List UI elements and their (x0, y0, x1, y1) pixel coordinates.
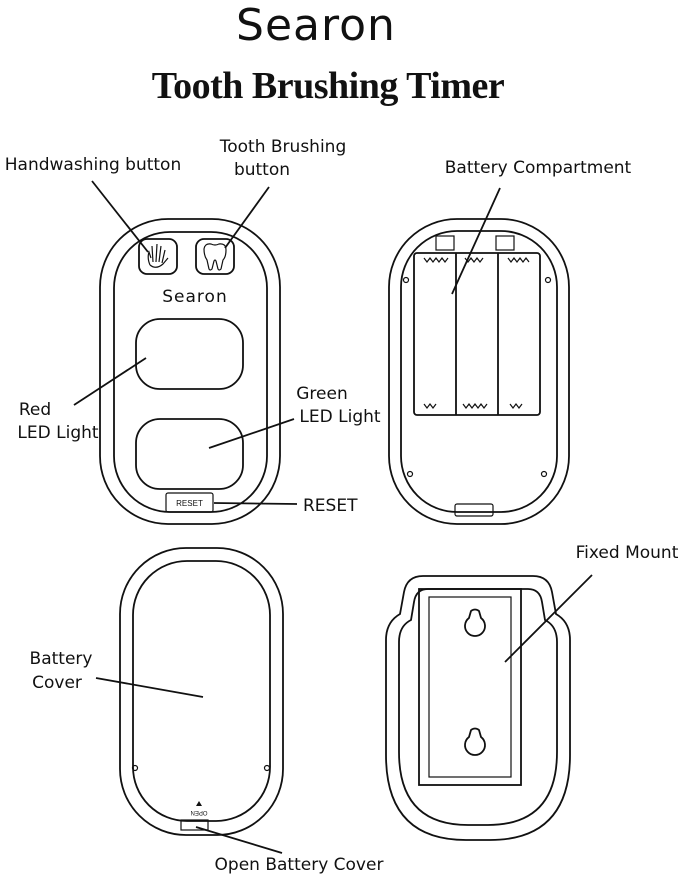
label-red-line2: LED Light (17, 423, 98, 443)
pointer-green-led (208, 418, 295, 449)
pointer-battery-compartment (451, 187, 501, 295)
screw-hole (406, 470, 414, 478)
screw-hole (402, 276, 410, 284)
spring-top-2 (464, 257, 484, 263)
back-view (388, 218, 570, 525)
label-green-line1: Green (296, 384, 347, 404)
keyhole-bottom-icon (464, 727, 486, 756)
back-latch (454, 503, 494, 517)
spring-top-1 (423, 257, 449, 263)
label-battery-cover-line2: Cover (32, 673, 82, 693)
label-tooth-brushing-line1: Tooth Brushing (219, 137, 347, 157)
spring-bottom-1 (423, 403, 437, 409)
mount-outer (385, 575, 571, 841)
open-arrow-icon (196, 801, 202, 806)
open-cover-tab[interactable] (180, 819, 209, 831)
red-led-light (135, 318, 244, 390)
spring-bottom-3 (509, 403, 523, 409)
front-outer-shell (99, 218, 281, 525)
product-title: Tooth Brushing Timer (152, 65, 505, 107)
hand-icon (147, 243, 169, 268)
tooth-icon (203, 243, 227, 271)
fixed-mount-view (385, 575, 571, 841)
cover-inner-shell (132, 560, 271, 822)
label-open-battery-cover: Open Battery Cover (215, 855, 384, 875)
label-tooth-brushing-line2: button (234, 160, 290, 180)
label-green-line2: LED Light (299, 407, 380, 427)
pointer-battery-cover (95, 677, 204, 698)
green-led-light (135, 418, 244, 490)
cover-outer-shell (119, 547, 284, 836)
device-logo: Searon (162, 287, 227, 307)
label-fixed-mount: Fixed Mount (576, 543, 679, 563)
reset-button[interactable]: RESET (165, 492, 214, 513)
back-inner-shell (400, 230, 558, 513)
front-view: Searon RESET (99, 218, 281, 525)
pointer-open-battery-cover (195, 826, 283, 854)
pointer-tooth-brushing (224, 186, 270, 249)
handwashing-button[interactable] (138, 238, 178, 275)
battery-well (413, 252, 541, 416)
tooth-brushing-button[interactable] (195, 238, 235, 275)
label-reset: RESET (303, 496, 358, 516)
mount-inner (398, 588, 558, 826)
spring-bottom-2 (462, 403, 488, 409)
back-outer-shell (388, 218, 570, 525)
screw-hole (540, 470, 548, 478)
label-red-line1: Red (19, 400, 51, 420)
battery-compartment (413, 235, 541, 416)
battery-cover-view: OPEN (119, 547, 284, 836)
keyhole-top-icon (464, 608, 486, 637)
screw-hole (544, 276, 552, 284)
brand-title: Searon (236, 0, 396, 51)
screw-hole (263, 764, 271, 772)
pointer-reset (213, 502, 298, 505)
label-handwashing-button: Handwashing button (5, 155, 181, 175)
pointer-handwashing (91, 180, 149, 253)
screw-hole (131, 764, 139, 772)
pointer-red-led (73, 357, 147, 406)
pointer-fixed-mount (504, 574, 593, 663)
mount-plate (418, 588, 522, 786)
spring-top-3 (507, 257, 530, 263)
open-mark: OPEN (190, 809, 207, 815)
mount-plate-inner (428, 596, 512, 778)
label-battery-cover-line1: Battery (30, 649, 93, 669)
reset-button-text: RESET (176, 499, 203, 508)
label-battery-compartment: Battery Compartment (445, 158, 632, 178)
